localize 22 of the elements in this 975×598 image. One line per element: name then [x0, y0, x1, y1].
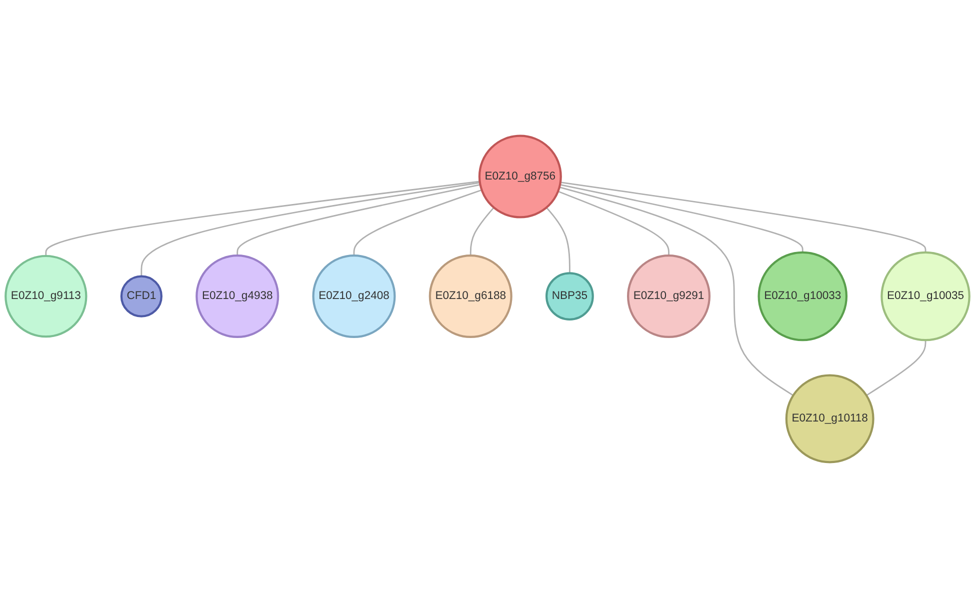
node-circle: E0Z10_g10118 — [785, 374, 874, 464]
connector — [560, 184, 804, 252]
node-circle: NBP35 — [545, 272, 594, 320]
connector — [560, 182, 926, 252]
connector — [236, 184, 480, 256]
node-circle: E0Z10_g8756 — [478, 134, 562, 218]
node-circle: E0Z10_g6188 — [428, 254, 512, 338]
node-circle: E0Z10_g9291 — [627, 254, 711, 338]
connector — [558, 190, 670, 256]
connector — [559, 186, 794, 396]
connector — [45, 180, 480, 256]
connector — [353, 189, 482, 256]
connector — [546, 207, 570, 274]
connector — [140, 182, 480, 276]
connector — [866, 340, 926, 396]
node-circle: E0Z10_g10033 — [758, 251, 848, 342]
node-circle: E0Z10_g9113 — [4, 254, 88, 338]
connector — [470, 207, 494, 256]
node-circle: E0Z10_g10035 — [880, 251, 970, 342]
node-circle: CFD1 — [120, 275, 162, 318]
node-circle: E0Z10_g4938 — [196, 254, 280, 338]
node-circle: E0Z10_g2408 — [312, 254, 396, 338]
